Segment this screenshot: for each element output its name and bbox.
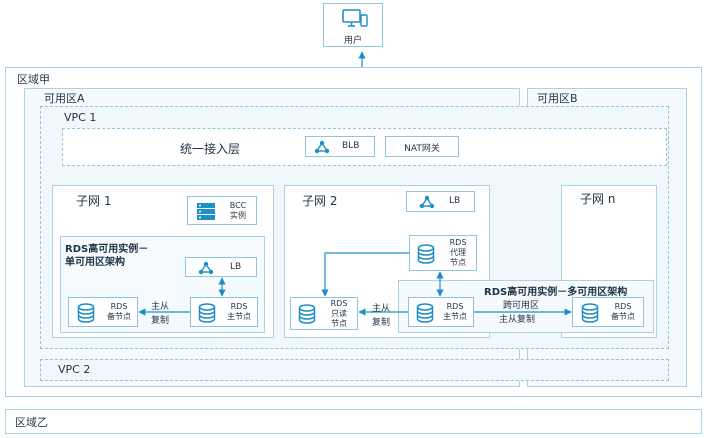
subnet1-title: 子网 1 [76,194,112,208]
rds-multi-az-title: RDS高可用实例－多可用区架构 [484,287,628,298]
subnet1-replication-2: 复制 [151,316,170,326]
rds-primary-1: RDS 主节点 [190,297,258,327]
load-balancer-icon [198,261,214,275]
vpc1-label: VPC 1 [64,111,97,124]
server-icon [197,203,215,220]
blb-label: BLB [342,141,360,151]
vpc2-label: VPC 2 [58,363,91,376]
lb2-box: LB [406,191,475,212]
az-b-label: 可用区B [537,92,578,105]
bcc-line1: BCC [229,201,247,210]
nat-box: NAT网关 [385,136,459,157]
az-a-label: 可用区A [44,92,85,105]
rds-standby-1-line2: 备节点 [107,312,131,321]
rds-proxy-line3: 节点 [450,258,466,267]
rds-standby-n-line1: RDS [614,302,632,311]
rds-primary-2-line1: RDS [446,302,464,311]
computer-monitor-icon [342,9,368,27]
database-icon [198,303,216,323]
rds-proxy-line1: RDS [449,238,467,247]
lb2-label: LB [449,196,461,206]
subnet2-title: 子网 2 [302,194,338,208]
load-balancer-icon [314,140,330,154]
subnetn-title: 子网 n [580,192,616,206]
lb1-label: LB [230,262,242,272]
cross-az-label-2: 主从复制 [499,315,536,325]
rds-standby-1-line1: RDS [110,302,128,311]
blb-box: BLB [305,136,375,157]
region-a-label: 区域甲 [17,73,50,86]
rds-primary-2-line2: 主节点 [443,312,467,321]
rds-standby-n-line2: 备节点 [611,312,635,321]
rds-primary-2: RDS 主节点 [408,297,474,327]
rds-readonly-line1: RDS [330,299,348,308]
bcc-box: BCC 实例 [187,196,257,225]
database-icon [298,304,316,324]
lb1-box: LB [185,257,257,277]
rds-readonly-line2: 只读 [331,309,347,318]
database-icon [417,244,435,264]
region-b [5,409,702,434]
rds-readonly: RDS 只读 节点 [290,297,358,330]
rds-proxy-line2: 代理 [450,248,466,257]
subnet2-replication-2: 复制 [372,318,391,328]
rds-primary-1-line2: 主节点 [227,312,251,321]
cross-az-label-1: 跨可用区 [503,301,540,311]
rds-single-az-title-1: RDS高可用实例－ [65,244,149,255]
rds-readonly-line3: 节点 [331,319,347,328]
database-icon [581,303,599,323]
nat-label: NAT网关 [404,144,440,154]
rds-single-az-title-2: 单可用区架构 [65,257,125,268]
subnet2-replication-1: 主从 [372,304,391,314]
database-icon [77,303,95,323]
bcc-line2: 实例 [230,211,246,220]
subnet1-replication-1: 主从 [151,302,170,312]
rds-standby-1: RDS 备节点 [68,297,138,327]
rds-proxy: RDS 代理 节点 [409,235,477,271]
user-box: 用户 [323,3,383,47]
rds-standby-n: RDS 备节点 [572,297,644,327]
vpc2 [40,359,669,381]
access-layer-title: 统一接入层 [180,142,241,156]
user-label: 用户 [343,36,362,46]
access-layer [62,128,667,166]
database-icon [416,303,434,323]
rds-primary-1-line1: RDS [230,302,248,311]
region-b-label: 区域乙 [15,416,48,429]
load-balancer-icon [419,195,435,209]
